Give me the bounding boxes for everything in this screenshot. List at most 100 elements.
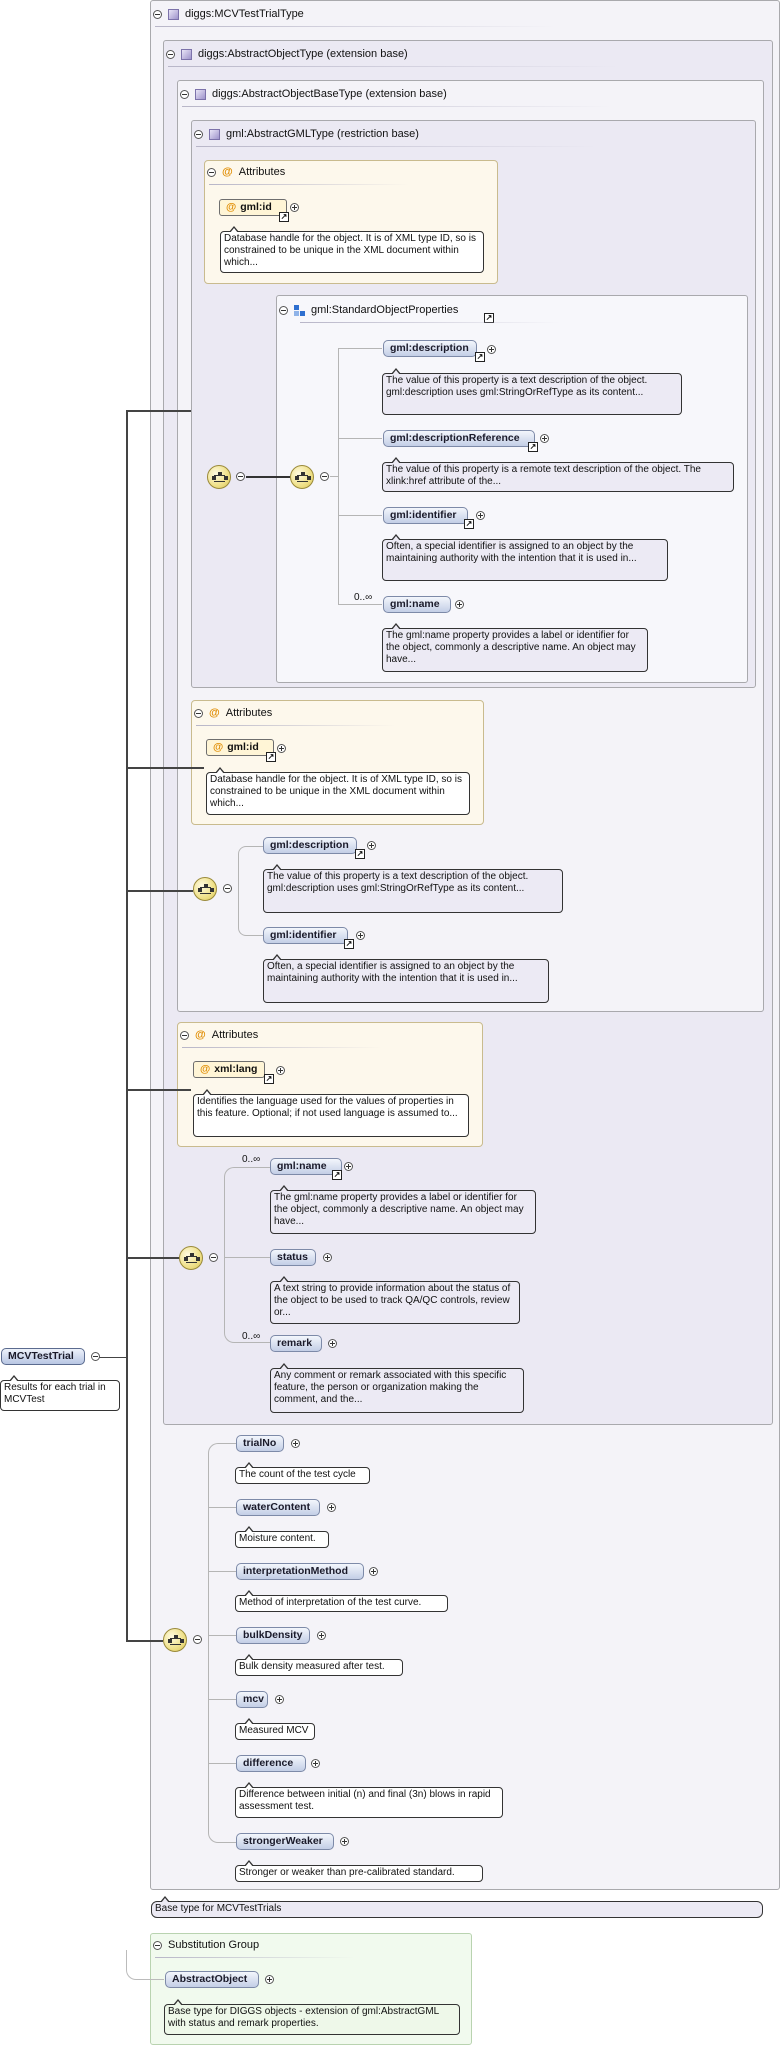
object-element-remark[interactable]: remark — [270, 1335, 322, 1352]
trial-element-trialno[interactable]: trialNo — [236, 1435, 284, 1452]
expand-icon[interactable] — [455, 600, 464, 609]
object-element-name[interactable]: gml:name — [270, 1158, 342, 1175]
base-attributes-header[interactable]: @ Attributes — [194, 703, 272, 723]
link-icon[interactable]: ↗ — [344, 939, 354, 949]
sequence-compositor-icon[interactable] — [207, 465, 231, 489]
complex-type-icon — [195, 88, 206, 100]
object-doc-name: The gml:name property provides a label o… — [270, 1185, 536, 1234]
standard-object-properties-header[interactable]: gml:StandardObjectProperties — [279, 300, 458, 320]
collapse-icon[interactable] — [209, 1253, 218, 1262]
xml-lang-attribute[interactable]: @xml:lang — [193, 1061, 265, 1078]
sop-element-name[interactable]: gml:name — [383, 596, 451, 613]
xml-lang-doc: Identifies the language used for the val… — [193, 1089, 469, 1137]
sop-element-description[interactable]: gml:description — [383, 340, 477, 357]
collapse-icon[interactable] — [180, 1030, 189, 1040]
base-gml-id-attribute[interactable]: @gml:id — [206, 739, 274, 756]
root-doc: Results for each trial in MCVTest — [0, 1375, 120, 1411]
sop-doc-name: The gml:name property provides a label o… — [382, 623, 648, 672]
expand-icon[interactable] — [369, 1567, 378, 1576]
collapse-icon[interactable] — [166, 49, 175, 59]
trial-element-difference[interactable]: difference — [236, 1755, 306, 1772]
base-gml-id-attribute-label: gml:id — [227, 741, 259, 753]
trial-element-watercontent[interactable]: waterContent — [236, 1499, 320, 1516]
expand-icon[interactable] — [276, 1066, 285, 1075]
trial-element-interpretationmethod[interactable]: interpretationMethod — [236, 1563, 364, 1580]
expand-icon[interactable] — [356, 931, 365, 940]
link-icon[interactable]: ↗ — [475, 352, 485, 362]
collapse-icon[interactable] — [153, 9, 162, 19]
abstract-object-type-header[interactable]: diggs:AbstractObjectType (extension base… — [166, 44, 408, 64]
link-icon[interactable]: ↗ — [355, 849, 365, 859]
collapse-icon[interactable] — [153, 1940, 162, 1950]
link-icon[interactable]: ↗ — [464, 519, 474, 529]
attribute-icon: @ — [213, 741, 224, 753]
collapse-icon[interactable] — [207, 167, 216, 177]
object-doc-remark: Any comment or remark associated with th… — [270, 1363, 524, 1413]
sequence-compositor-icon[interactable] — [290, 465, 314, 489]
expand-icon[interactable] — [311, 1759, 320, 1768]
collapse-icon[interactable] — [91, 1352, 100, 1361]
sequence-compositor-icon[interactable] — [179, 1246, 203, 1270]
collapse-icon[interactable] — [320, 472, 329, 481]
trial-doc-interpretationmethod: Method of interpretation of the test cur… — [235, 1590, 448, 1612]
complex-type-icon — [181, 48, 192, 60]
base-element-description[interactable]: gml:description — [263, 837, 357, 854]
gml-id-attribute[interactable]: @gml:id — [219, 199, 287, 216]
collapse-icon[interactable] — [193, 1635, 202, 1644]
collapse-icon[interactable] — [223, 884, 232, 893]
link-icon[interactable]: ↗ — [266, 752, 276, 762]
link-icon[interactable]: ↗ — [332, 1170, 342, 1180]
link-icon[interactable]: ↗ — [279, 212, 289, 222]
expand-icon[interactable] — [277, 744, 286, 753]
object-doc-status: A text string to provide information abo… — [270, 1276, 520, 1324]
sop-element-identifier[interactable]: gml:identifier — [383, 507, 468, 524]
base-gml-id-doc: Database handle for the object. It is of… — [206, 767, 470, 815]
complex-type-header[interactable]: diggs:MCVTestTrialType — [153, 4, 304, 24]
expand-icon[interactable] — [367, 841, 376, 850]
gml-id-attribute-label: gml:id — [240, 201, 272, 213]
expand-icon[interactable] — [291, 1439, 300, 1448]
abstract-gml-type-header[interactable]: gml:AbstractGMLType (restriction base) — [194, 124, 419, 144]
expand-icon[interactable] — [290, 203, 299, 212]
expand-icon[interactable] — [344, 1162, 353, 1171]
root-element-mcvtesttrial[interactable]: MCVTestTrial — [1, 1348, 85, 1365]
expand-icon[interactable] — [323, 1253, 332, 1262]
expand-icon[interactable] — [476, 511, 485, 520]
collapse-icon[interactable] — [194, 708, 203, 718]
sop-element-description-reference[interactable]: gml:descriptionReference — [383, 430, 535, 447]
expand-icon[interactable] — [317, 1631, 326, 1640]
trial-doc-trialno: The count of the test cycle — [235, 1462, 370, 1484]
collapse-icon[interactable] — [194, 129, 203, 139]
expand-icon[interactable] — [275, 1695, 284, 1704]
trial-element-bulkdensity[interactable]: bulkDensity — [236, 1627, 310, 1644]
substitution-group-header[interactable]: Substitution Group — [153, 1935, 259, 1955]
substitution-element-abstractobject[interactable]: AbstractObject — [165, 1971, 259, 1988]
abstract-object-base-type-header[interactable]: diggs:AbstractObjectBaseType (extension … — [180, 84, 447, 104]
link-icon[interactable]: ↗ — [528, 442, 538, 452]
collapse-icon[interactable] — [180, 89, 189, 99]
gml-attributes-header[interactable]: @ Attributes — [207, 162, 285, 182]
object-remark-cardinality: 0..∞ — [242, 1331, 261, 1342]
expand-icon[interactable] — [328, 1339, 337, 1348]
collapse-icon[interactable] — [236, 472, 245, 481]
object-name-cardinality: 0..∞ — [242, 1154, 261, 1165]
link-icon[interactable]: ↗ — [264, 1074, 274, 1084]
trial-element-strongerweaker[interactable]: strongerWeaker — [236, 1833, 334, 1850]
substitution-group-title: Substitution Group — [168, 1939, 260, 1951]
expand-icon[interactable] — [327, 1503, 336, 1512]
object-attributes-header[interactable]: @ Attributes — [180, 1025, 258, 1045]
trial-doc-bulkdensity: Bulk density measured after test. — [235, 1654, 403, 1676]
collapse-icon[interactable] — [279, 305, 288, 315]
base-element-identifier[interactable]: gml:identifier — [263, 927, 348, 944]
sequence-compositor-icon[interactable] — [163, 1628, 187, 1652]
trial-element-mcv[interactable]: mcv — [236, 1691, 268, 1708]
sequence-compositor-icon[interactable] — [193, 877, 217, 901]
gml-id-doc: Database handle for the object. It is of… — [220, 226, 484, 273]
expand-icon[interactable] — [540, 434, 549, 443]
expand-icon[interactable] — [340, 1837, 349, 1846]
object-element-status[interactable]: status — [270, 1249, 316, 1266]
base-doc-identifier: Often, a special identifier is assigned … — [263, 954, 549, 1003]
attribute-icon: @ — [200, 1063, 211, 1075]
expand-icon[interactable] — [265, 1975, 274, 1984]
expand-icon[interactable] — [487, 345, 496, 354]
